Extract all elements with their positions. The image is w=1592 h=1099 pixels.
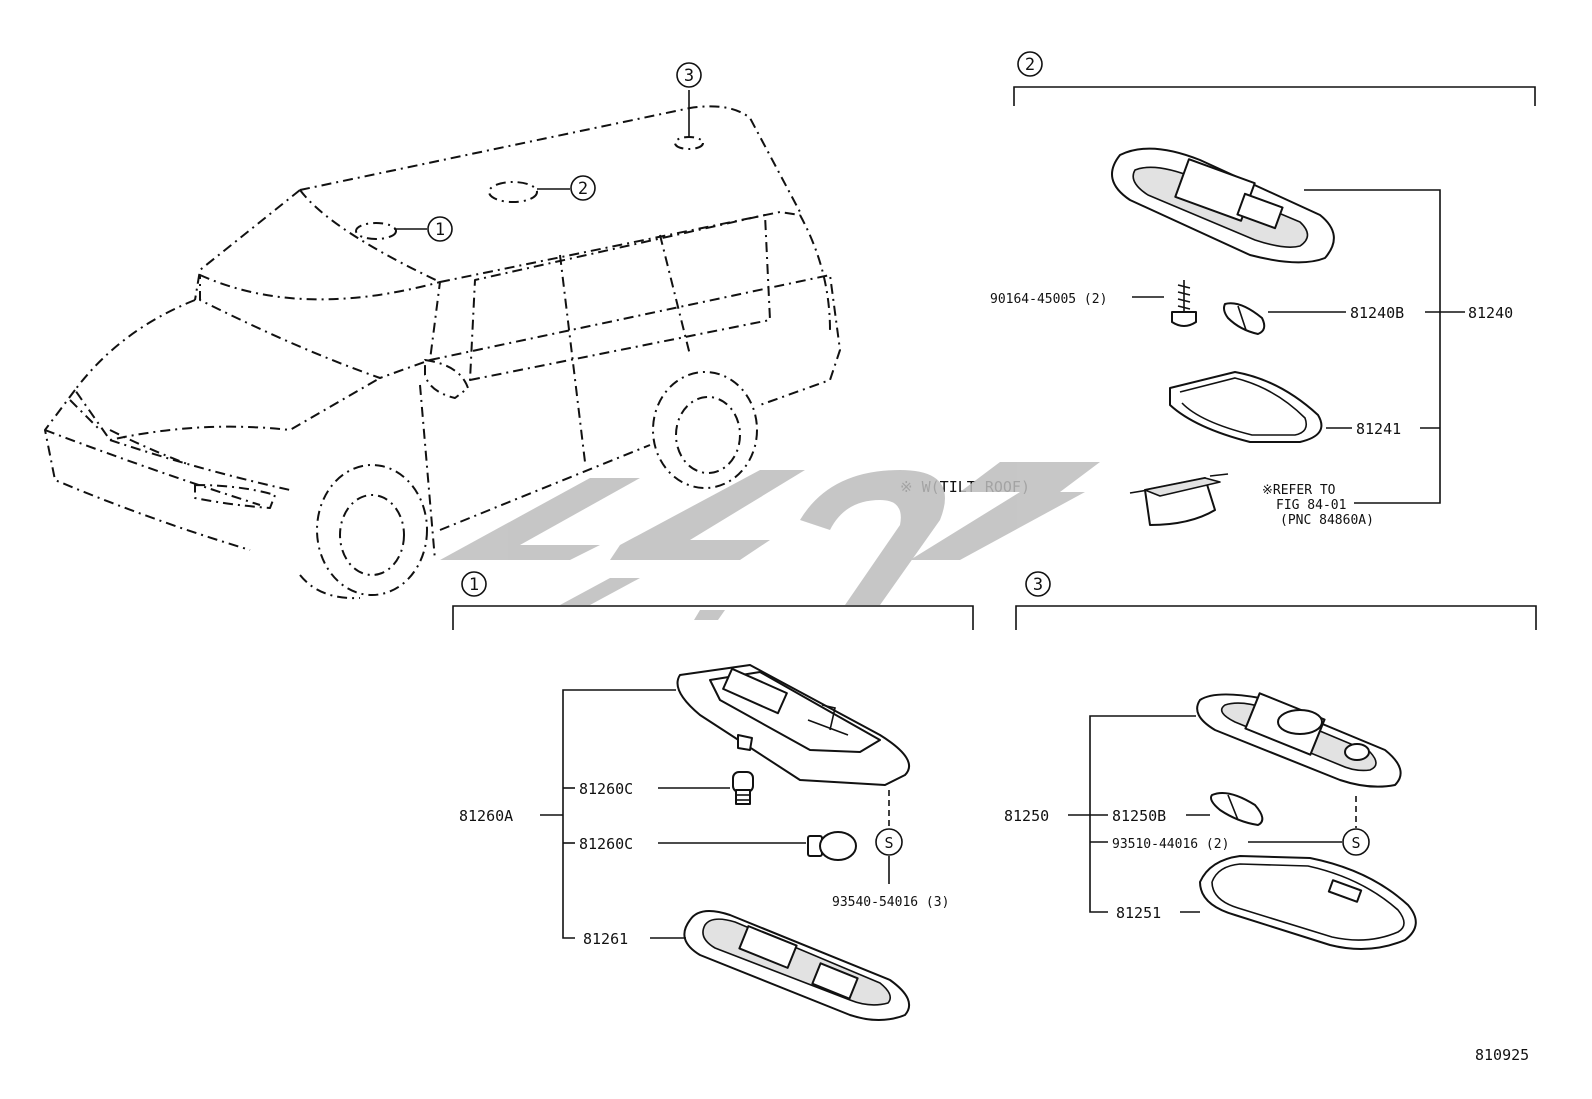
svg-text:2: 2 bbox=[1025, 55, 1035, 75]
callout-1-vehicle: 1 bbox=[427, 216, 453, 242]
refer-note-line3: (PNC 84860A) bbox=[1280, 513, 1374, 528]
part-number-81260C-a: 81260C bbox=[579, 780, 633, 798]
svg-text:1: 1 bbox=[469, 575, 479, 595]
bulb-icon bbox=[1223, 302, 1266, 335]
part-number-81260C-b: 81260C bbox=[579, 835, 633, 853]
svg-text:2: 2 bbox=[578, 179, 588, 199]
refer-note-line1: ※REFER TO bbox=[1262, 483, 1336, 498]
watermark-logo bbox=[440, 462, 1100, 620]
part-number-81250B: 81250B bbox=[1112, 807, 1166, 825]
section-2: 2 81240 81240B bbox=[990, 51, 1536, 528]
part-number-81241: 81241 bbox=[1356, 420, 1401, 438]
part-number-81261: 81261 bbox=[583, 930, 628, 948]
part-number-81250: 81250 bbox=[1004, 807, 1049, 825]
svg-text:1: 1 bbox=[435, 220, 445, 240]
diagram-id: 810925 bbox=[1475, 1046, 1529, 1064]
svg-text:3: 3 bbox=[1033, 575, 1043, 595]
part-number-93510-44016: 93510-44016 (2) bbox=[1112, 837, 1229, 852]
bulb-icon bbox=[807, 831, 857, 861]
refer-note-line2: FIG 84-01 bbox=[1276, 498, 1346, 513]
screw-icon bbox=[1171, 280, 1197, 327]
section-3: 3 S 81250 81250B 93510-44016 (2) 81251 bbox=[1004, 571, 1537, 950]
svg-text:S: S bbox=[1351, 834, 1360, 852]
bulb-icon bbox=[1210, 792, 1264, 826]
part-number-81260A: 81260A bbox=[459, 807, 513, 825]
section-1: 1 S bbox=[452, 571, 974, 1021]
svg-text:3: 3 bbox=[684, 66, 694, 86]
callout-2-vehicle: 2 bbox=[570, 175, 596, 201]
part-number-81240: 81240 bbox=[1468, 304, 1513, 322]
bulb-icon bbox=[732, 771, 754, 805]
callout-3-vehicle: 3 bbox=[676, 62, 702, 88]
part-number-81251: 81251 bbox=[1116, 904, 1161, 922]
part-number-81240B: 81240B bbox=[1350, 304, 1404, 322]
vehicle-outline bbox=[44, 105, 841, 600]
part-number-90164-45005: 90164-45005 (2) bbox=[990, 292, 1107, 307]
svg-text:S: S bbox=[884, 834, 893, 852]
part-number-93540-54016: 93540-54016 (3) bbox=[832, 895, 949, 910]
